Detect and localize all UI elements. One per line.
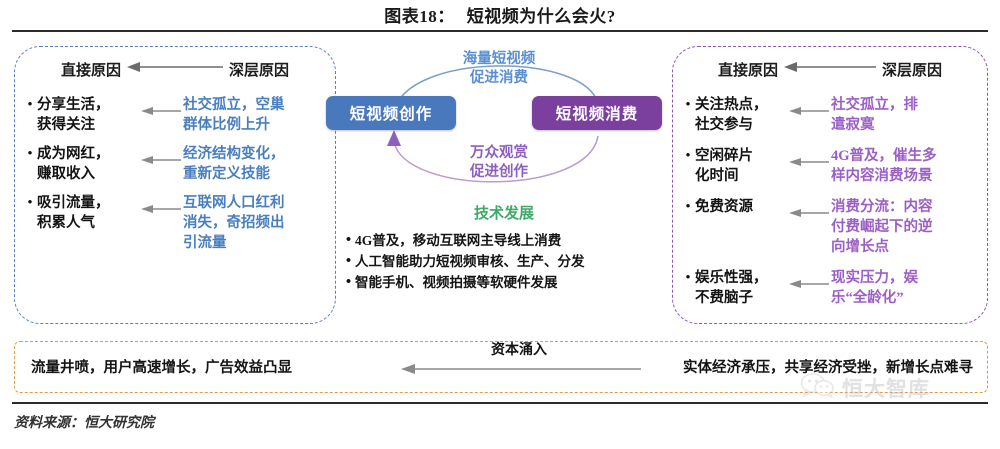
page-title: 图表18： 短视频为什么会火? — [0, 2, 1000, 27]
left-deep-cause-label: 深层原因 — [229, 63, 290, 79]
list-item: • 关注热点， 社交参与 社交孤立，排 遣寂寞 — [681, 95, 981, 135]
bullet-icon: • — [685, 270, 691, 286]
bullet-icon: • — [685, 199, 691, 215]
macro-economy-text: 实体经济承压，共享经济受挫，新增长点难寻 — [683, 360, 973, 376]
left-arrow-icon — [789, 146, 831, 173]
bullet-icon: • — [345, 253, 352, 269]
watermark: 恒大智库 — [800, 372, 930, 403]
left-direct-cause-label: 直接原因 — [60, 63, 121, 79]
tech-item-text: 智能手机、视频拍摄等软硬件发展 — [355, 275, 558, 290]
tech-development-heading: 技术发展 — [473, 206, 534, 222]
bullet-icon: • — [27, 146, 33, 162]
right-deep-cause-label: 深层原因 — [882, 63, 943, 79]
cycle-top-label: 海量短视频 促进消费 — [462, 51, 536, 86]
deep-cause-text: 互联网人口红利 消失，奇招频出 引流量 — [183, 195, 285, 251]
capital-inflow-bar: 流量井喷，用户高速增长，广告效益凸显 资本涌入 实体经济承压，共享经济受挫，新增… — [14, 341, 988, 393]
tech-item-text: 4G普及，移动互联网主导线上消费 — [355, 233, 562, 248]
list-item: • 吸引流量， 积累人气 互联网人口红利 消失，奇招频出 引流量 — [23, 193, 329, 253]
right-cause-list: • 关注热点， 社交参与 社交孤立，排 遣寂寞 • 空闲碎片 化时间 4G普及，… — [681, 95, 981, 319]
traffic-outcome-text: 流量井喷，用户高速增长，广告效益凸显 — [31, 360, 292, 376]
deep-cause-text: 消费分流：内容 付费崛起下的逆 向增长点 — [831, 199, 933, 255]
deep-cause-text: 社交孤立，空巢 群体比例上升 — [183, 97, 285, 133]
node-short-video-consumption[interactable]: 短视频消费 — [532, 96, 662, 130]
direct-cause-text: 关注热点， 社交参与 — [695, 97, 768, 133]
bullet-icon: • — [27, 97, 33, 113]
list-item: • 人工智能助力短视频审核、生产、分发 — [342, 251, 672, 272]
direct-cause-text: 免费资源 — [695, 199, 753, 215]
figure-number: 图表18： — [384, 7, 455, 26]
direct-cause-text: 空闲碎片 化时间 — [695, 148, 753, 184]
direct-cause-text: 娱乐性强， 不费脑子 — [695, 270, 768, 306]
node-short-video-creation[interactable]: 短视频创作 — [326, 96, 456, 130]
bullet-icon: • — [345, 232, 352, 248]
left-panel-header: 直接原因 深层原因 — [15, 59, 335, 80]
left-arrow-icon — [141, 144, 183, 171]
figure-title-text: 短视频为什么会火? — [466, 7, 616, 26]
consumer-causes-panel: 直接原因 深层原因 • 关注热点， 社交参与 社交孤立，排 遣寂寞 • 空闲碎片… — [672, 46, 988, 324]
list-item: • 分享生活， 获得关注 社交孤立，空巢 群体比例上升 — [23, 95, 329, 135]
left-arrow-icon — [789, 268, 831, 295]
right-header-arrow-icon — [784, 60, 876, 79]
left-arrow-icon — [141, 193, 183, 220]
right-direct-cause-label: 直接原因 — [717, 63, 778, 79]
tech-development-list: • 4G普及，移动互联网主导线上消费 • 人工智能助力短视频审核、生产、分发 •… — [342, 230, 672, 293]
list-item: • 娱乐性强， 不费脑子 现实压力，娱 乐“全龄化” — [681, 268, 981, 308]
bullet-icon: • — [685, 148, 691, 164]
capital-arrow-icon — [401, 362, 641, 381]
direct-cause-text: 分享生活， 获得关注 — [37, 97, 110, 133]
left-arrow-icon — [789, 197, 831, 224]
top-divider-rule — [12, 30, 988, 32]
deep-cause-text: 社交孤立，排 遣寂寞 — [831, 97, 918, 133]
wechat-icon — [800, 372, 836, 403]
list-item: • 4G普及，移动互联网主导线上消费 — [342, 230, 672, 251]
watermark-text: 恒大智库 — [842, 376, 930, 401]
deep-cause-text: 经济结构变化， 重新定义技能 — [183, 146, 285, 182]
right-panel-header: 直接原因 深层原因 — [673, 59, 987, 80]
tech-item-text: 人工智能助力短视频审核、生产、分发 — [355, 254, 585, 269]
bottom-divider-rule — [12, 402, 988, 404]
direct-cause-text: 成为网红， 赚取收入 — [37, 146, 110, 182]
list-item: • 免费资源 消费分流：内容 付费崛起下的逆 向增长点 — [681, 197, 981, 257]
left-cause-list: • 分享生活， 获得关注 社交孤立，空巢 群体比例上升 • 成为网红， 赚取收入… — [23, 95, 329, 262]
list-item: • 成为网红， 赚取收入 经济结构变化， 重新定义技能 — [23, 144, 329, 184]
direct-cause-text: 吸引流量， 积累人气 — [37, 195, 110, 231]
left-arrow-icon — [141, 95, 183, 122]
cycle-bottom-label: 万众观赏 促进创作 — [470, 145, 528, 180]
creator-causes-panel: 直接原因 深层原因 • 分享生活， 获得关注 社交孤立，空巢 群体比例上升 • … — [14, 46, 336, 324]
list-item: • 空闲碎片 化时间 4G普及，催生多 样内容消费场景 — [681, 146, 981, 186]
source-note: 资料来源：恒大研究院 — [14, 416, 154, 431]
left-header-arrow-icon — [127, 60, 223, 79]
cycle-diagram: 海量短视频 促进消费 万众观赏 促进创作 短视频创作 短视频消费 技术发展 • … — [326, 46, 672, 324]
deep-cause-text: 4G普及，催生多 样内容消费场景 — [831, 148, 937, 184]
deep-cause-text: 现实压力，娱 乐“全龄化” — [831, 270, 918, 306]
left-arrow-icon — [789, 95, 831, 122]
bullet-icon: • — [345, 274, 352, 290]
bullet-icon: • — [685, 97, 691, 113]
capital-inflow-label: 资本涌入 — [491, 343, 547, 358]
bullet-icon: • — [27, 195, 33, 211]
list-item: • 智能手机、视频拍摄等软硬件发展 — [342, 272, 672, 293]
